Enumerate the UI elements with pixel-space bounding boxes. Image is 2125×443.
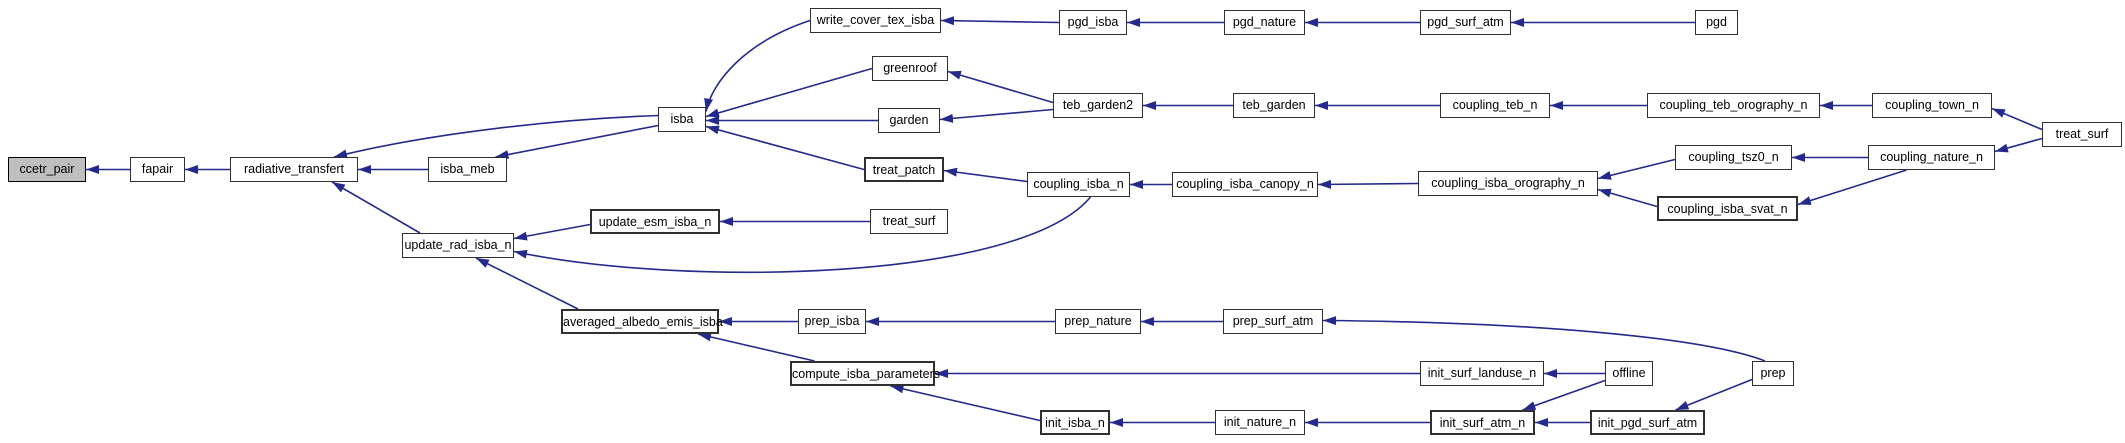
- graph-node-prep_nature[interactable]: prep_nature: [1055, 309, 1141, 334]
- edge-isba-to-radiative_transfert: [333, 114, 659, 159]
- edge-prep-to-prep_surf_atm: [1322, 316, 1766, 362]
- graph-node-coupling_tsz0_n[interactable]: coupling_tsz0_n: [1675, 145, 1792, 170]
- graph-node-ccetr_pair: ccetr_pair: [8, 157, 86, 182]
- edge-prep-to-init_pgd_surf_atm: [1675, 378, 1753, 411]
- edge-update_rad_isba_n-to-radiative_transfert: [331, 181, 421, 234]
- edge-greenroof-to-isba: [705, 67, 873, 118]
- edge-coupling_tsz0_n-to-coupling_isba_orography_n: [1597, 158, 1676, 180]
- edge-averaged_albedo_emis_isba-to-update_rad_isba_n: [475, 257, 579, 310]
- graph-node-update_esm_isba_n[interactable]: update_esm_isba_n: [590, 209, 720, 234]
- graph-node-init_surf_atm_n[interactable]: init_surf_atm_n: [1430, 410, 1535, 435]
- graph-node-pgd_isba[interactable]: pgd_isba: [1059, 10, 1127, 35]
- graph-node-offline[interactable]: offline: [1605, 361, 1653, 386]
- graph-node-pgd_surf_atm[interactable]: pgd_surf_atm: [1420, 10, 1511, 35]
- graph-node-compute_isba_parameters[interactable]: compute_isba_parameters: [790, 361, 940, 386]
- edge-treat_patch-to-isba: [705, 125, 865, 171]
- graph-node-write_cover_tex_isba[interactable]: write_cover_tex_isba: [810, 8, 941, 33]
- edge-coupling_isba_n-to-treat_patch: [943, 167, 1028, 183]
- edge-coupling_isba_orography_n-to-coupling_isba_canopy_n: [1317, 179, 1419, 189]
- graph-node-garden[interactable]: garden: [878, 108, 940, 133]
- graph-node-isba_meb[interactable]: isba_meb: [428, 157, 507, 182]
- graph-node-averaged_albedo_emis_isba[interactable]: averaged_albedo_emis_isba: [561, 309, 723, 334]
- graph-node-treat_patch[interactable]: treat_patch: [864, 157, 944, 182]
- graph-node-prep_surf_atm[interactable]: prep_surf_atm: [1223, 309, 1323, 334]
- graph-node-init_nature_n[interactable]: init_nature_n: [1215, 410, 1305, 435]
- graph-node-coupling_isba_svat_n[interactable]: coupling_isba_svat_n: [1657, 196, 1798, 221]
- edge-coupling_isba_n-to-update_rad_isba_n: [513, 196, 1092, 274]
- edge-update_esm_isba_n-to-update_rad_isba_n: [513, 223, 591, 241]
- graph-node-pgd[interactable]: pgd: [1695, 10, 1738, 35]
- edge-coupling_isba_svat_n-to-coupling_isba_orography_n: [1597, 188, 1658, 208]
- graph-node-treat_surf_right[interactable]: treat_surf: [2042, 122, 2122, 147]
- graph-node-coupling_nature_n[interactable]: coupling_nature_n: [1868, 145, 1995, 170]
- graph-node-fapair[interactable]: fapair: [130, 157, 185, 182]
- graph-node-radiative_transfert[interactable]: radiative_transfert: [230, 157, 358, 182]
- edge-pgd_isba-to-write_cover_tex_isba: [940, 16, 1060, 26]
- graph-node-init_pgd_surf_atm[interactable]: init_pgd_surf_atm: [1590, 410, 1705, 435]
- graph-node-greenroof[interactable]: greenroof: [872, 56, 948, 81]
- graph-node-init_surf_landuse_n[interactable]: init_surf_landuse_n: [1420, 361, 1544, 386]
- graph-node-prep[interactable]: prep: [1752, 361, 1794, 386]
- edge-teb_garden2-to-greenroof: [947, 70, 1054, 104]
- edge-init_isba_n-to-compute_isba_parameters: [890, 384, 1041, 422]
- graph-node-coupling_teb_orography_n[interactable]: coupling_teb_orography_n: [1647, 93, 1820, 118]
- graph-node-coupling_town_n[interactable]: coupling_town_n: [1872, 93, 1992, 118]
- graph-node-treat_surf_mid[interactable]: treat_surf: [870, 209, 948, 234]
- edge-coupling_nature_n-to-coupling_isba_svat_n: [1797, 169, 1907, 206]
- edge-teb_garden2-to-garden: [939, 108, 1054, 123]
- edge-isba-to-isba_meb: [495, 124, 659, 159]
- graph-node-update_rad_isba_n[interactable]: update_rad_isba_n: [402, 233, 514, 258]
- graph-node-pgd_nature[interactable]: pgd_nature: [1224, 10, 1305, 35]
- graph-node-isba[interactable]: isba: [658, 107, 706, 132]
- edge-treat_surf_right-to-coupling_nature_n: [1994, 137, 2043, 153]
- edge-treat_surf_right-to-coupling_town_n: [1991, 107, 2043, 131]
- graph-node-coupling_isba_orography_n[interactable]: coupling_isba_orography_n: [1418, 171, 1598, 196]
- graph-node-coupling_isba_n[interactable]: coupling_isba_n: [1027, 172, 1130, 197]
- edge-group: [86, 16, 2043, 427]
- graph-node-prep_isba[interactable]: prep_isba: [798, 309, 866, 334]
- graph-node-init_isba_n[interactable]: init_isba_n: [1040, 410, 1110, 435]
- graph-node-teb_garden2[interactable]: teb_garden2: [1053, 93, 1143, 118]
- graph-node-coupling_isba_canopy_n[interactable]: coupling_isba_canopy_n: [1172, 172, 1318, 197]
- edge-write_cover_tex_isba-to-isba: [704, 19, 811, 112]
- graph-node-coupling_teb_n[interactable]: coupling_teb_n: [1440, 93, 1550, 118]
- edge-offline-to-init_surf_atm_n: [1522, 379, 1606, 411]
- graph-node-teb_garden[interactable]: teb_garden: [1233, 93, 1315, 118]
- edge-compute_isba_parameters-to-averaged_albedo_emis_isba: [697, 332, 815, 362]
